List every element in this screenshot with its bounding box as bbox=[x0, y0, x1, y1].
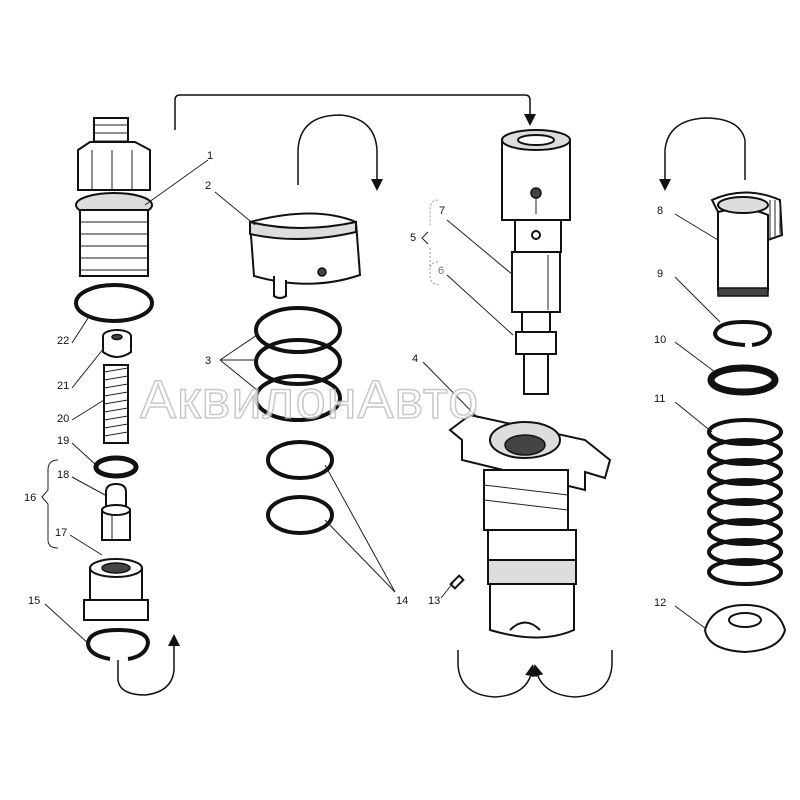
assembly-arrow-top bbox=[174, 94, 536, 130]
part-8-gear-sleeve bbox=[710, 191, 784, 297]
label-6: 6 bbox=[438, 265, 444, 277]
leader-lines bbox=[44, 159, 721, 646]
part-18-valve bbox=[105, 482, 127, 507]
part-15-snap-ring bbox=[85, 627, 151, 661]
label-3: 3 bbox=[205, 355, 211, 367]
label-2: 2 bbox=[205, 180, 211, 192]
label-11: 11 bbox=[654, 393, 665, 405]
label-5: 5 bbox=[410, 232, 416, 244]
part-13-pin bbox=[449, 574, 465, 590]
label-8: 8 bbox=[657, 205, 663, 217]
part-14-ring-a bbox=[266, 440, 334, 480]
part-2-sleeve bbox=[248, 212, 362, 299]
part-nut bbox=[83, 558, 149, 621]
label-17: 17 bbox=[55, 527, 67, 539]
label-20: 20 bbox=[57, 413, 69, 425]
label-1: 1 bbox=[207, 150, 213, 162]
label-7: 7 bbox=[439, 205, 445, 217]
part-9-circlip bbox=[712, 319, 773, 347]
part-10-washer bbox=[707, 364, 779, 396]
label-12: 12 bbox=[654, 597, 666, 609]
label-21: 21 bbox=[57, 380, 69, 392]
assembly-arrow-right bbox=[659, 117, 746, 191]
label-9: 9 bbox=[657, 268, 663, 280]
label-10: 10 bbox=[654, 334, 666, 346]
label-14: 14 bbox=[396, 595, 408, 607]
label-4: 4 bbox=[412, 353, 418, 365]
part-12-spring-plate bbox=[703, 603, 787, 654]
watermark: АквилонАвто bbox=[140, 370, 479, 430]
part-6-plunger bbox=[515, 311, 557, 395]
label-18: 18 bbox=[57, 469, 69, 481]
part-14-ring-b bbox=[266, 495, 334, 535]
part-21-cap bbox=[102, 329, 132, 358]
part-19-washer bbox=[93, 455, 139, 479]
label-13: 13 bbox=[428, 595, 440, 607]
part-20-spring bbox=[103, 364, 129, 444]
assembly-arrow-rings bbox=[297, 114, 383, 191]
part-4-housing bbox=[448, 413, 612, 639]
label-15: 15 bbox=[28, 595, 40, 607]
part-3-ring-a bbox=[254, 306, 342, 354]
label-19: 19 bbox=[57, 435, 69, 447]
label-22: 22 bbox=[57, 335, 69, 347]
assembly-arrow-bottom-mid2 bbox=[531, 650, 613, 698]
assembly-arrow-bottom-left bbox=[117, 634, 180, 696]
assembly-arrow-bottom-mid bbox=[457, 650, 537, 698]
part-17-valve-seat bbox=[101, 504, 131, 541]
part-22-o-ring bbox=[74, 283, 154, 323]
part-1-fitting bbox=[75, 117, 153, 277]
group-brackets bbox=[41, 199, 441, 549]
part-7-plunger-barrel bbox=[501, 129, 571, 313]
part-11-spring bbox=[707, 418, 783, 586]
part-3-ring-b bbox=[254, 338, 342, 386]
label-16: 16 bbox=[24, 492, 36, 504]
part-3-ring-c bbox=[254, 374, 342, 422]
